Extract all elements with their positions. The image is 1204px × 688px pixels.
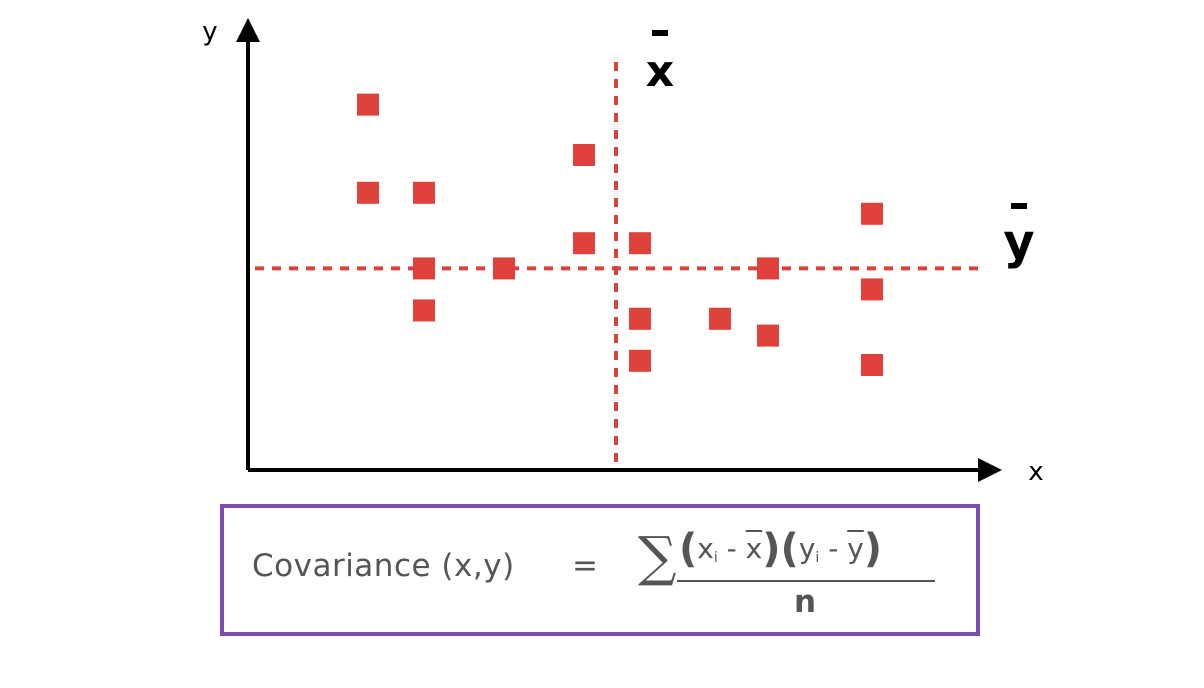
data-point xyxy=(629,232,651,255)
ybar-term: y xyxy=(847,532,864,565)
close-paren-1: ) xyxy=(762,526,781,572)
formula-denominator: n xyxy=(794,584,817,620)
data-point xyxy=(413,299,435,322)
data-point xyxy=(861,202,883,225)
equals-sign: = xyxy=(572,548,598,584)
data-point xyxy=(629,307,651,330)
y-mean-bar xyxy=(1011,203,1027,209)
x-axis-arrowhead xyxy=(978,458,1002,482)
minus-sign-1: - xyxy=(726,532,737,565)
covariance-label: Covariance (x,y) xyxy=(252,548,515,584)
data-point xyxy=(757,324,779,347)
data-point xyxy=(357,181,379,204)
y-axis-arrowhead xyxy=(236,18,260,42)
scatter-plot: y x x y xyxy=(202,17,1043,487)
data-point xyxy=(757,257,779,280)
data-point xyxy=(413,257,435,280)
data-point xyxy=(629,349,651,372)
data-point xyxy=(709,307,731,330)
data-point xyxy=(413,181,435,204)
formula-numerator: (xi - x)(yi - y) xyxy=(679,526,949,576)
open-paren-2: ( xyxy=(780,526,799,572)
minus-sign-2: - xyxy=(828,532,839,565)
close-paren-2: ) xyxy=(863,526,883,572)
xi-term: x xyxy=(697,532,714,565)
yi-term: y xyxy=(798,532,816,565)
data-point xyxy=(573,144,595,166)
data-point xyxy=(357,93,379,116)
y-mean-label: y xyxy=(1003,214,1034,270)
x-axis-label: x xyxy=(1028,457,1043,487)
xi-subscript: i xyxy=(713,550,718,566)
covariance-formula-box: Covariance (x,y) = ∑ (xi - x)(yi - y) n xyxy=(220,504,980,636)
data-point xyxy=(573,232,595,255)
data-point xyxy=(861,278,883,301)
x-mean-bar xyxy=(652,30,668,36)
fraction-line xyxy=(677,580,935,582)
open-paren-1: ( xyxy=(679,526,698,572)
x-mean-label: x xyxy=(646,46,674,97)
xbar-term: x xyxy=(745,532,763,565)
data-point xyxy=(861,354,883,376)
yi-subscript: i xyxy=(815,550,820,566)
sigma-symbol: ∑ xyxy=(638,525,677,588)
y-axis-label: y xyxy=(202,17,217,47)
data-point xyxy=(493,257,515,280)
